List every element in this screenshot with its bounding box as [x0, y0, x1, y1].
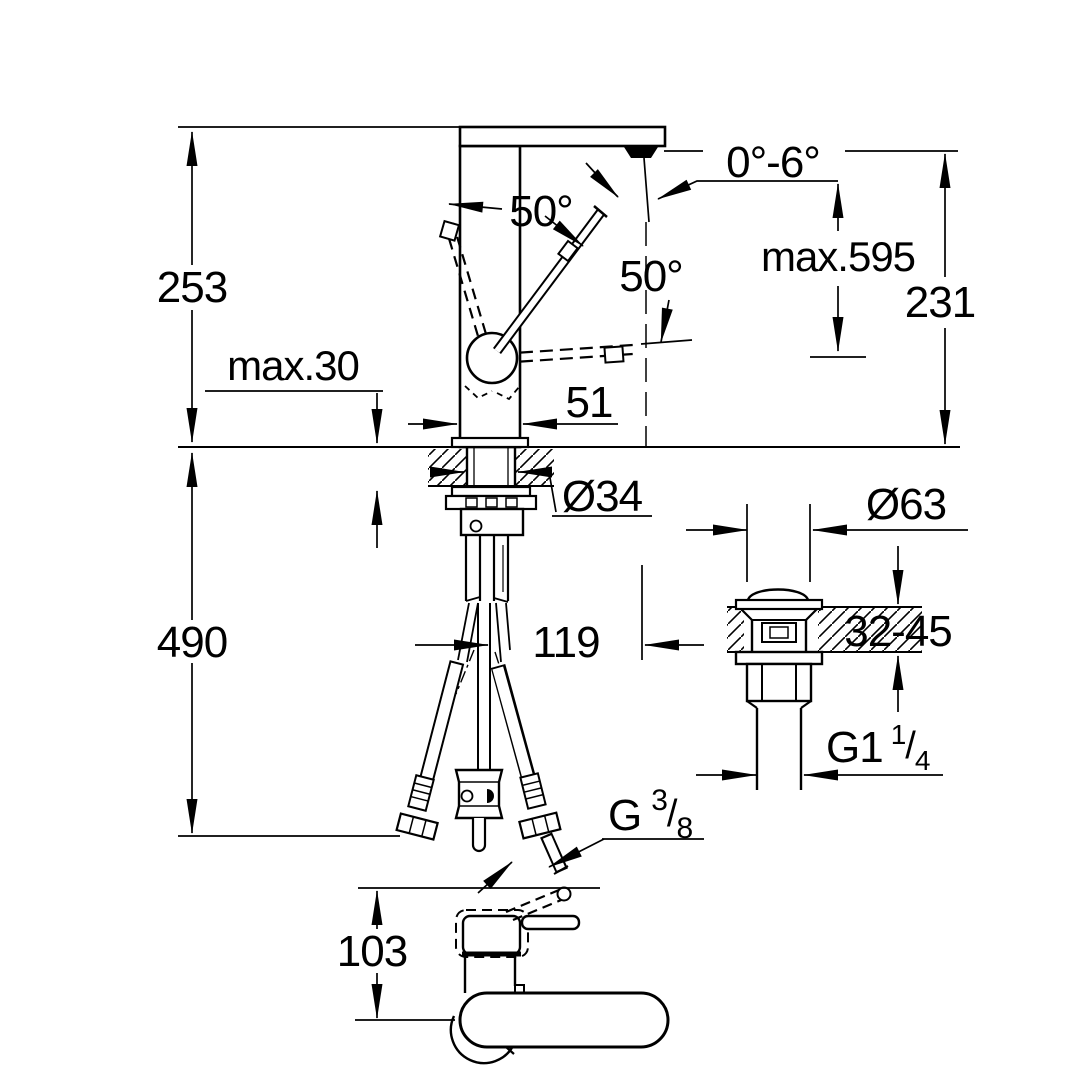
- dim-spray-angle: 0°-6°: [726, 138, 820, 187]
- counter-hatch-left: [727, 608, 744, 652]
- waste-plug: [734, 588, 824, 652]
- handle-dash-detail: [496, 386, 520, 401]
- counter-hatch-right: [818, 608, 922, 652]
- faucet-base: [450, 436, 530, 449]
- faucet-body: [458, 144, 522, 449]
- handle-plan-outline: [458, 991, 670, 1049]
- hose-thread-slash: /: [667, 793, 678, 835]
- hose-thread-denominator: 8: [676, 812, 692, 845]
- lever-bar: [520, 914, 581, 931]
- dim-handle-open-angle: 50°: [509, 187, 573, 236]
- hose-thread-numerator: 3: [651, 784, 667, 817]
- spray-direction-line: [643, 157, 650, 223]
- pop-up-waste-view: [727, 588, 922, 790]
- dim-plan-body-depth: 103: [337, 927, 407, 976]
- aerator: [624, 147, 658, 158]
- waste-thread-denominator: 4: [915, 745, 930, 776]
- spout: [458, 125, 667, 148]
- waste-thread-numerator: 1: [891, 719, 906, 750]
- waste-thread-slash: /: [905, 725, 916, 767]
- handle-position-up-left: [438, 219, 493, 354]
- dim-waste-flange-diameter: Ø63: [866, 480, 946, 529]
- dim-hose-length: 490: [157, 618, 227, 667]
- countertop-section: [428, 447, 554, 487]
- dim-height-above-deck: 253: [157, 263, 227, 312]
- dim-shank-diameter: Ø34: [562, 472, 643, 521]
- body-circle-arc: [449, 1015, 516, 1065]
- mounting-hardware: [444, 485, 538, 537]
- plan-view: [449, 886, 670, 1065]
- front-view: [395, 125, 693, 875]
- dim-max-deck-thickness: max.30: [227, 342, 359, 389]
- dim-max-extension-height: max.595: [761, 233, 915, 280]
- pop-up-rod-connector: [454, 768, 504, 853]
- dim-handle-tilt-angle: 50°: [619, 252, 683, 301]
- hose-thread-base: G: [608, 791, 641, 840]
- dim-spout-height: 231: [905, 278, 975, 327]
- handle-dash-detail: [464, 385, 493, 400]
- waste-body: [734, 650, 824, 790]
- waste-thread-base: G1: [826, 723, 883, 772]
- dim-spout-reach: 119: [532, 618, 599, 667]
- dim-body-width: 51: [566, 378, 613, 427]
- dimensions: 253 490 max.30 51 Ø34 119 50° 50°: [157, 126, 976, 1021]
- cartridge-top: [461, 914, 525, 994]
- handle-position-right: [499, 339, 693, 365]
- dim-waste-deck-range: 32-45: [844, 607, 952, 656]
- dim-waste-thread: G1 1/4: [826, 719, 930, 776]
- body-outline-dashed: [455, 909, 529, 958]
